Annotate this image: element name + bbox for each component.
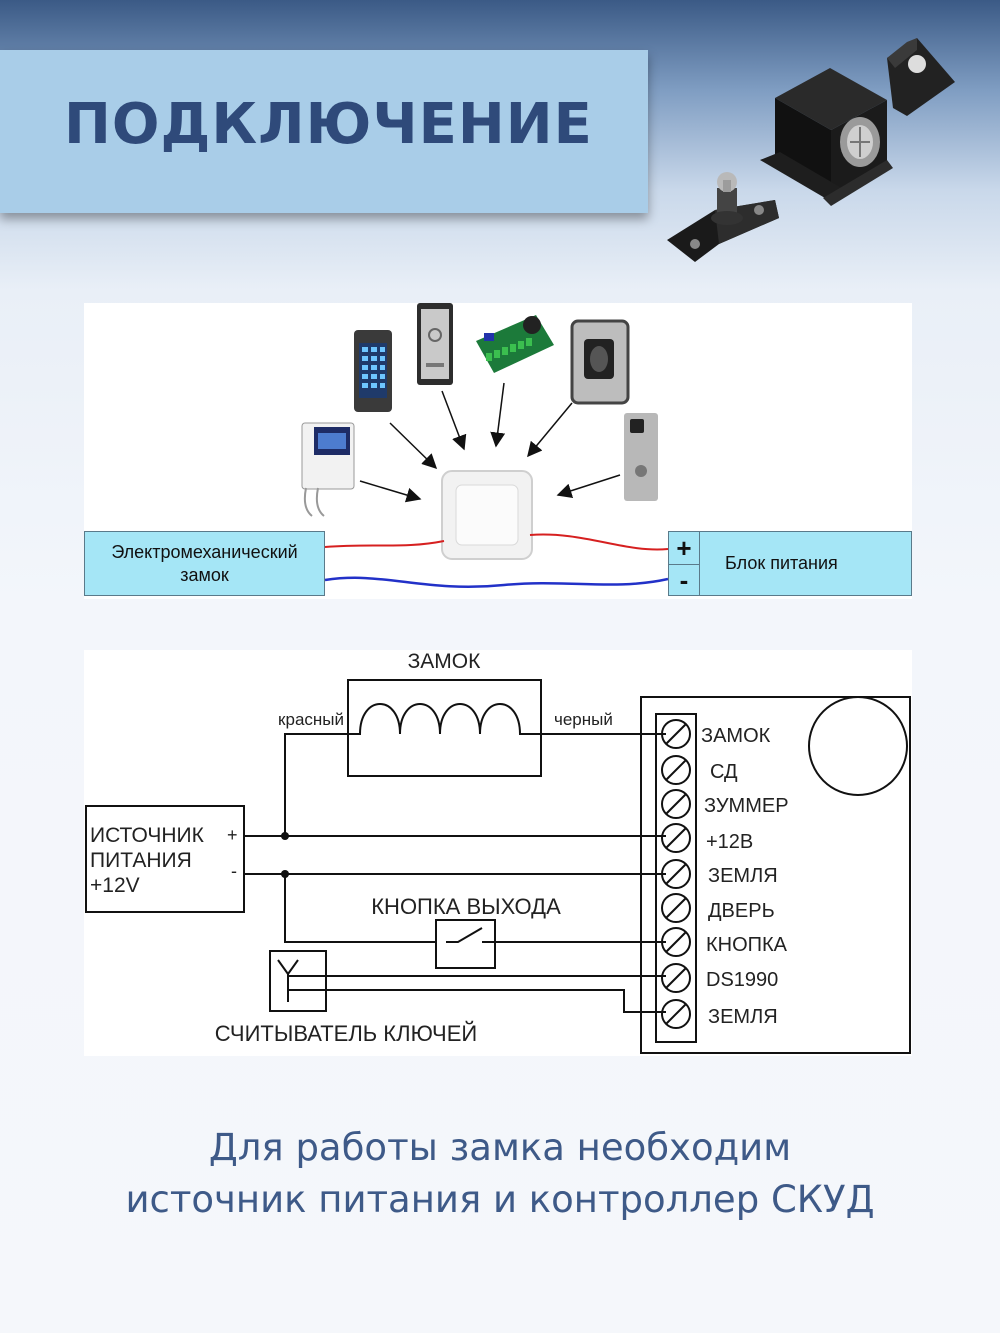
terminal-block [655,713,697,1043]
terminal-label: DS1990 [706,969,778,991]
footer-caption: Для работы замка необходим источник пита… [0,1122,1000,1226]
terminal-label: ЗЕМЛЯ [708,865,778,887]
power-minus-sign: - [231,861,237,881]
power-supply-box: + - Блок питания [668,531,912,596]
junction-ground [281,870,289,878]
exit-button-box [435,919,496,969]
lock-product-image [667,38,955,262]
terminal-label: ЗАМОК [701,725,771,747]
terminal-screws [661,719,691,1029]
controller-box [640,696,911,1054]
terminal-label: ЗУММЕР [704,795,789,817]
psu-label: Блок питания [725,553,838,573]
power-source-line2: ПИТАНИЯ [90,849,192,872]
footer-line1: Для работы замка необходим [208,1126,792,1169]
red-wire-label: красный [278,710,344,729]
psu-minus-terminal: - [669,564,700,596]
page-title: ПОДКЛЮЧЕНИЕ [64,92,593,157]
lock-coil-box [347,679,542,777]
title-banner [0,50,648,213]
wiring-schematic: ЗАМОК красный черный ИСТОЧНИК ПИТАНИЯ +1… [84,650,912,1056]
connection-diagram-graphics [301,303,669,589]
lock-box-label: Электромеханический замок [111,541,298,585]
card-reader-icon [417,303,453,385]
terminal-label: +12В [706,831,753,853]
terminal-label: ЗЕМЛЯ [708,1006,778,1028]
key-reader-box [269,950,327,1012]
terminal-label: ДВЕРЬ [708,900,775,922]
wiring-schematic-graphics: ЗАМОК красный черный ИСТОЧНИК ПИТАНИЯ +1… [85,650,911,1054]
power-plus-sign: + [227,825,238,845]
lock-coil [348,703,541,735]
lock-label: ЗАМОК [408,650,482,673]
buzzer-circle [808,696,908,796]
exit-button-switch [446,927,495,943]
power-source-box [85,805,245,913]
exit-wire-left [284,874,436,943]
black-wire-label: черный [554,710,613,729]
reader-ground-line [288,989,666,1013]
controller-board-icon [476,315,554,373]
terminal-label: КНОПКА [706,934,788,956]
key-reader-symbol [277,959,299,1002]
footer-line2: источник питания и контроллер СКУД [125,1178,875,1221]
intercom-monitor-icon [301,422,355,517]
keypad-reader-icon [354,330,392,412]
fingerprint-reader-icon [570,319,630,405]
power-source-line1: ИСТОЧНИК [90,824,205,847]
door-call-panel-icon [624,413,658,501]
psu-plus-terminal: + [669,532,700,565]
terminal-label: СД [710,761,738,783]
exit-button-label: КНОПКА ВЫХОДА [371,894,561,919]
junction-plus [281,832,289,840]
key-reader-label: СЧИТЫВАТЕЛЬ КЛЮЧЕЙ [215,1021,477,1046]
connection-diagram: Электромеханический замок + - Блок питан… [84,303,912,599]
power-source-line3: +12V [90,874,140,897]
lock-box: Электромеханический замок [84,531,325,596]
red-wire [284,733,348,834]
exit-switch-icon [441,470,533,560]
